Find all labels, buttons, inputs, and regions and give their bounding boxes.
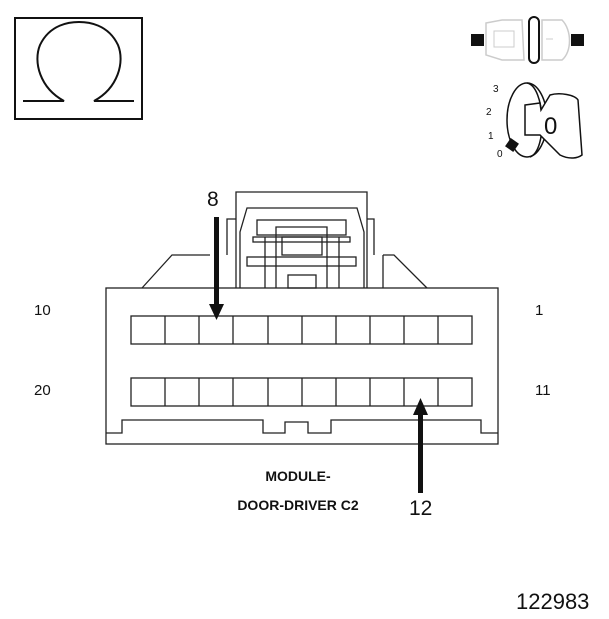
ignition-position-3: 3 — [493, 84, 499, 95]
pin-12-label: 12 — [409, 497, 433, 520]
cavity-row-top — [130, 315, 473, 345]
disconnected-connector-icon — [471, 16, 584, 64]
ignition-position-0: 0 — [497, 149, 503, 160]
ignition-position-2: 2 — [486, 107, 492, 118]
pin-12-arrow — [413, 398, 428, 493]
row1-left-pin-label: 10 — [34, 302, 51, 319]
ignition-key-label: 0 — [544, 113, 558, 140]
ohm-icon — [14, 17, 143, 120]
figure-id: 122983 — [516, 589, 590, 614]
cavity-row-bottom — [130, 377, 473, 407]
pin-8-label: 8 — [207, 188, 219, 211]
connector-caption-line2: DOOR-DRIVER C2 — [237, 497, 359, 513]
ignition-position-1: 1 — [488, 131, 494, 142]
ignition-off-icon — [505, 82, 583, 159]
connector-caption-line1: MODULE- — [265, 468, 331, 484]
connector-body — [105, 191, 499, 445]
row2-left-pin-label: 20 — [34, 382, 51, 399]
row1-right-pin-label: 1 — [535, 302, 544, 319]
pin-8-arrow — [209, 217, 224, 320]
row2-right-pin-label: 11 — [535, 382, 551, 399]
